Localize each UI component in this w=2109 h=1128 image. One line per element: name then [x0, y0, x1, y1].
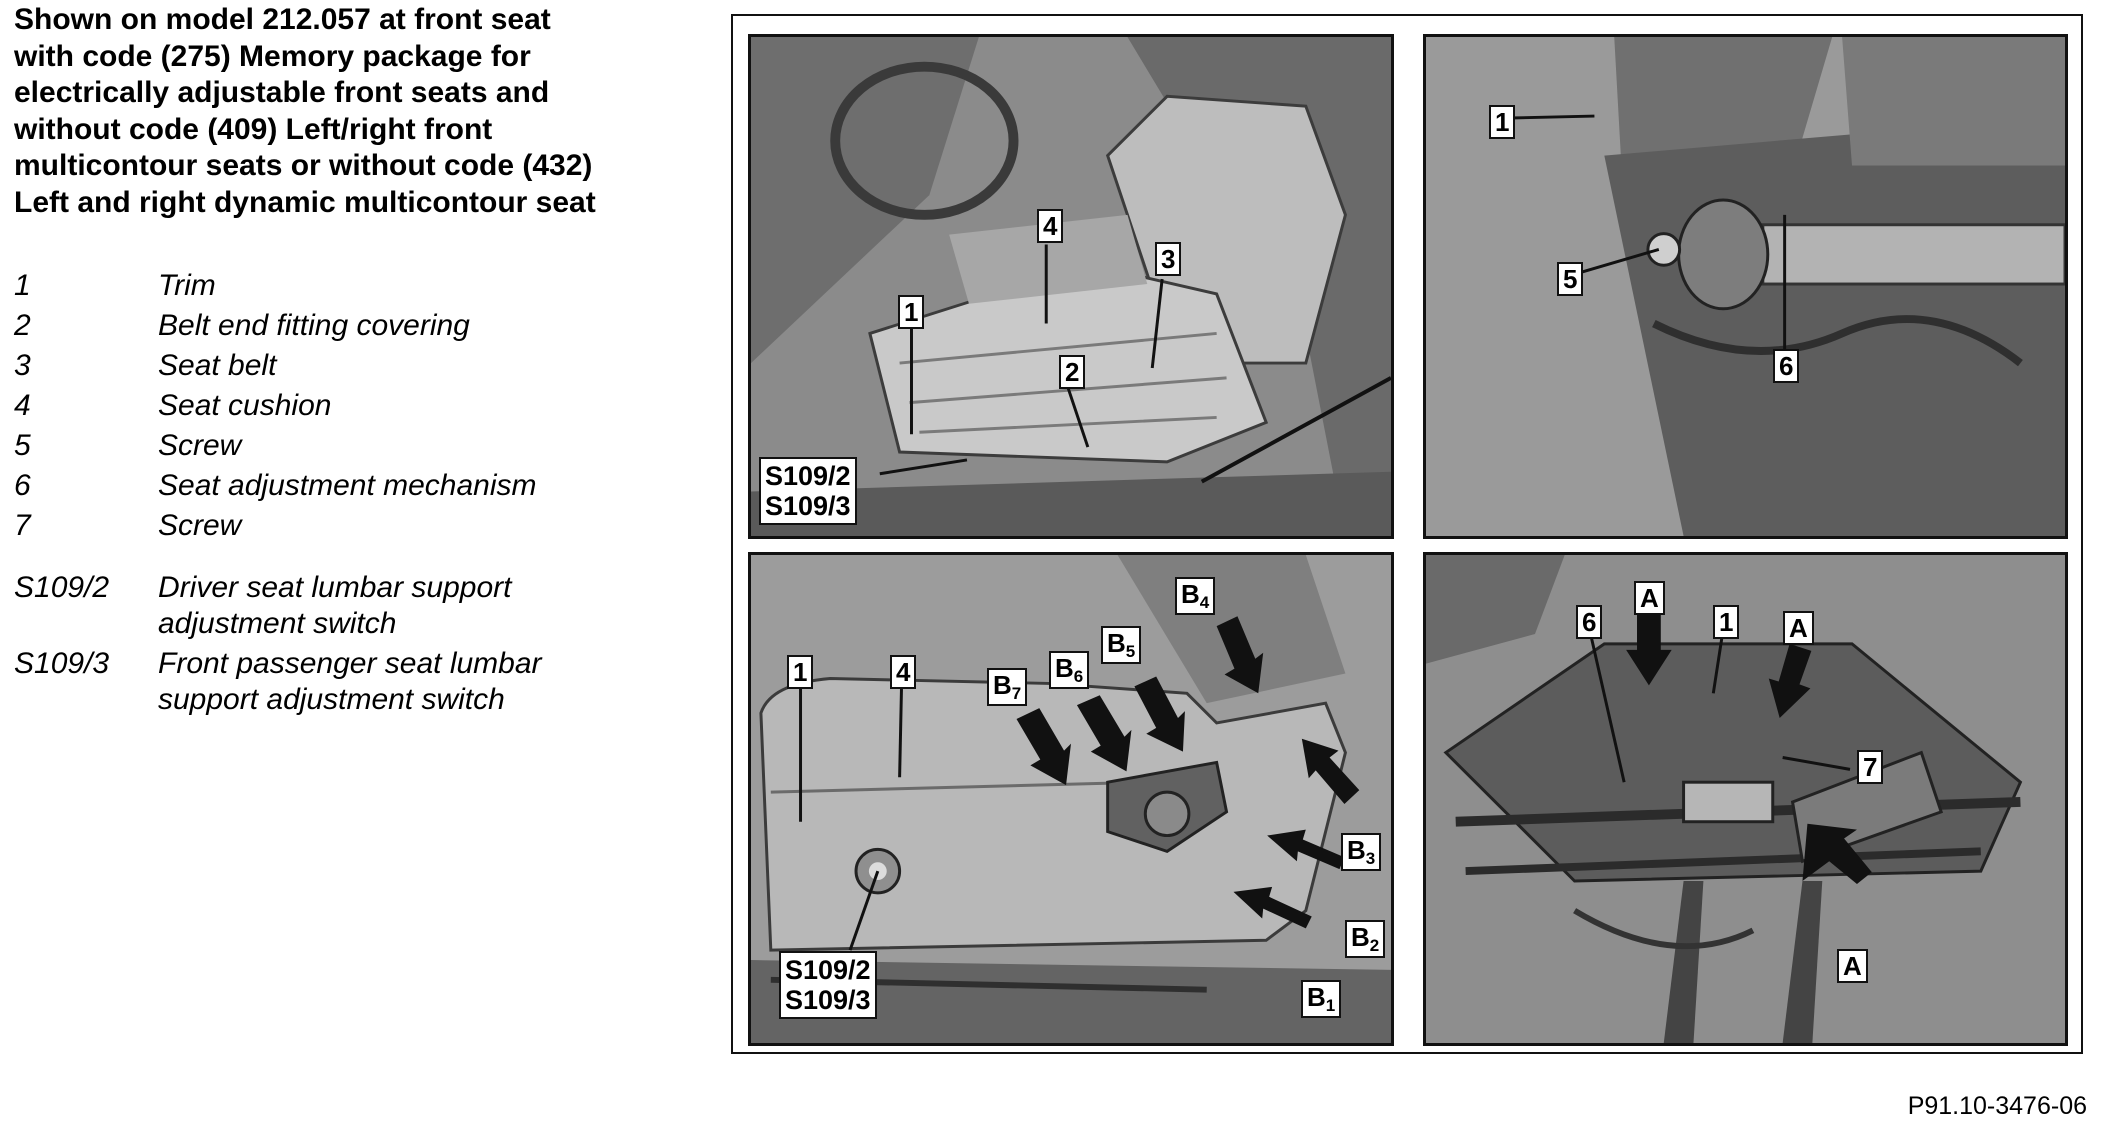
label-clip-b3: B3	[1341, 833, 1382, 871]
legend-key: S109/2	[14, 571, 110, 604]
parts-legend: 1 Trim 2 Belt end fitting covering 3 Sea…	[14, 268, 704, 722]
caption-line: with code (275) Memory package for	[14, 39, 531, 73]
figure-frame: 1 4 3 2 S109/2 S109/3 1 5 6	[731, 14, 2083, 1054]
panel-trim-clips: 1 4 B7 B6 B5 B4 B3 B2 B1 S109/2 S109/3	[748, 552, 1394, 1046]
legend-item: 6 Seat adjustment mechanism	[14, 468, 704, 508]
figure-caption: Shown on model 212.057 at front seat wit…	[14, 2, 704, 221]
label-clip-b2: B2	[1345, 920, 1386, 958]
panel-seat-underside: A 6 1 A 7 A	[1423, 552, 2068, 1046]
label-anchor-point-a: A	[1634, 581, 1665, 615]
label-trim: 1	[898, 295, 925, 329]
label-lumbar-switch: S109/2 S109/3	[759, 457, 857, 525]
legend-text: Screw	[158, 429, 242, 462]
label-seat-belt: 3	[1155, 242, 1182, 276]
legend-key: S109/3	[14, 647, 110, 680]
legend-key: 2	[14, 309, 31, 342]
label-screw: 7	[1857, 750, 1884, 784]
seat-underside-photo	[1426, 555, 2065, 1043]
legend-text: support adjustment switch	[158, 683, 505, 716]
legend-text: Front passenger seat lumbar	[158, 647, 542, 680]
legend-item: S109/3 Front passenger seat lumbar suppo…	[14, 646, 704, 722]
legend-text: Screw	[158, 509, 242, 542]
caption-line: Shown on model 212.057 at front seat	[14, 3, 551, 36]
label-clip-b7: B7	[987, 668, 1028, 706]
legend-text: Belt end fitting covering	[158, 309, 470, 342]
label-belt-end-fitting: 2	[1059, 355, 1086, 389]
panel-screw-detail: 1 5 6	[1423, 34, 2068, 539]
label-seat-cushion: 4	[890, 655, 917, 689]
label-anchor-point-a: A	[1783, 611, 1814, 645]
screw-detail-photo	[1426, 37, 2065, 536]
legend-key: 3	[14, 349, 31, 382]
caption-line: multicontour seats or without code (432)	[14, 149, 593, 182]
panel-seat-overview: 1 4 3 2 S109/2 S109/3	[748, 34, 1394, 539]
legend-text: Seat belt	[158, 349, 277, 382]
legend-text: Driver seat lumbar support	[158, 571, 512, 604]
legend-item: S109/2 Driver seat lumbar support adjust…	[14, 570, 704, 646]
legend-text: Trim	[158, 269, 216, 302]
figure-reference-id: P91.10-3476-06	[1907, 1092, 2087, 1120]
caption-line: Left and right dynamic multicontour seat	[14, 185, 596, 219]
seat-overview-photo	[751, 37, 1391, 536]
label-adjustment-mechanism: 6	[1576, 605, 1603, 639]
legend-item: 2 Belt end fitting covering	[14, 308, 704, 348]
caption-line: without code (409) Left/right front	[14, 112, 493, 146]
label-trim: 1	[787, 655, 814, 689]
label-adjustment-mechanism: 6	[1773, 349, 1800, 383]
label-clip-b4: B4	[1175, 577, 1216, 615]
label-clip-b5: B5	[1101, 626, 1142, 664]
legend-text: adjustment switch	[158, 607, 397, 640]
legend-key: 1	[14, 269, 31, 302]
caption-line: electrically adjustable front seats and	[14, 76, 550, 109]
legend-key: 5	[14, 429, 31, 462]
legend-item: 1 Trim	[14, 268, 704, 308]
legend-item: 7 Screw	[14, 508, 704, 548]
legend-item: 3 Seat belt	[14, 348, 704, 388]
trim-clips-photo	[751, 555, 1391, 1043]
legend-key: 4	[14, 389, 31, 422]
legend-text: Seat cushion	[158, 389, 332, 422]
legend-key: 7	[14, 509, 31, 542]
legend-item: 4 Seat cushion	[14, 388, 704, 428]
legend-text: Seat adjustment mechanism	[158, 469, 537, 502]
label-trim: 1	[1713, 605, 1740, 639]
label-screw: 5	[1557, 262, 1584, 296]
legend-key: 6	[14, 469, 31, 502]
label-anchor-point-a: A	[1837, 949, 1868, 983]
label-seat-cushion: 4	[1037, 209, 1064, 243]
label-lumbar-switch: S109/2 S109/3	[779, 951, 877, 1019]
label-clip-b1: B1	[1301, 980, 1342, 1018]
label-clip-b6: B6	[1049, 651, 1090, 689]
legend-item: 5 Screw	[14, 428, 704, 468]
label-trim: 1	[1489, 105, 1516, 139]
